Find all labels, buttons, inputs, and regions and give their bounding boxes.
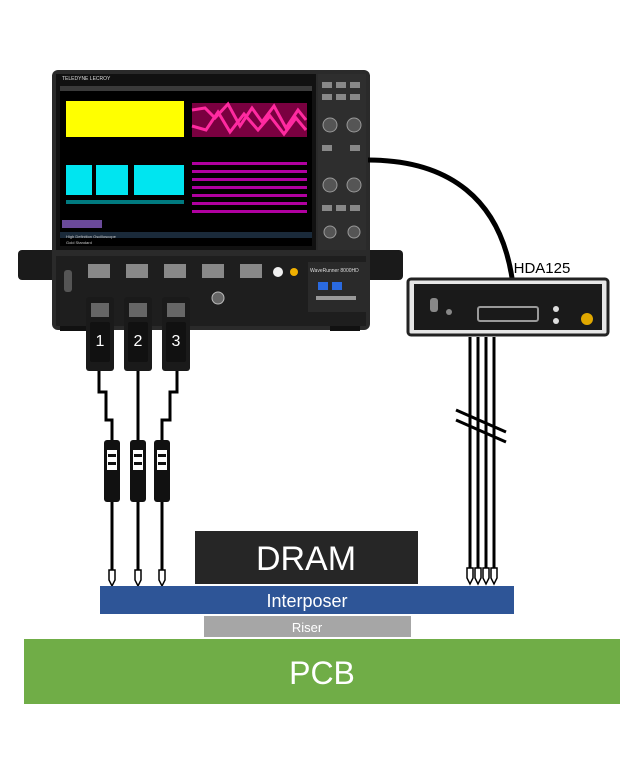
slot [316,296,356,300]
panel-button[interactable] [336,82,346,88]
scope-model: WaveRunner 8000HD [310,268,359,274]
panel-button[interactable] [336,94,346,100]
probe-1: 1 [86,297,114,371]
riser-block: Riser [204,616,411,637]
hda125-slot[interactable] [477,306,539,322]
probe-3-label: 3 [172,333,181,350]
hda125-aux-input[interactable] [581,313,593,325]
panel-knob[interactable] [347,225,361,239]
hda125-unit [406,277,610,337]
scope-brand: TELEDYNE LECROY [62,76,111,82]
probe-2-label: 2 [134,333,143,350]
panel-knob[interactable] [323,225,337,239]
trace-ch1 [66,101,184,137]
hda125-label: HDA125 [514,260,571,277]
probe-1-label: 1 [96,333,105,350]
panel-button[interactable] [350,205,360,211]
hda125-indicator [553,318,559,324]
panel-button[interactable] [336,205,346,211]
probe-amplifier-3 [154,440,170,502]
scope-caption-2: Gold Standard [66,240,92,245]
hda125-led [446,309,452,315]
channel-descriptors [62,220,102,228]
hda125-cable [367,157,515,279]
probe-tips-right [466,567,498,586]
panel-button[interactable] [322,82,332,88]
probe-amplifiers [104,440,170,502]
trace-ch3 [66,165,184,204]
decode-grid [192,162,307,213]
panel-knob[interactable] [322,177,338,193]
hda125-leads [468,337,496,570]
scope-caption-1: High Definition Oscilloscope [66,234,117,239]
lead-break-mark [455,408,507,444]
hda125-port[interactable] [430,298,438,312]
interposer-block: Interposer [100,586,514,614]
trace-ch2 [191,101,308,137]
channel-input[interactable] [126,264,148,278]
probe-amplifier-1 [104,440,120,502]
scope-foot [330,326,360,331]
panel-button[interactable] [322,145,332,151]
panel-knob[interactable] [346,177,362,193]
screen-menubar [60,86,312,91]
panel-button[interactable] [350,82,360,88]
panel-button[interactable] [322,205,332,211]
aux-input[interactable] [290,268,298,276]
oscilloscope: TELEDYNE LECROY [18,70,403,331]
channel-input[interactable] [164,264,186,278]
probe-tips-left [108,569,166,588]
riser-label: Riser [292,620,323,635]
scope-front-panel [318,74,366,250]
channel-input[interactable] [202,264,224,278]
panel-knob[interactable] [322,117,338,133]
panel-button[interactable] [350,145,360,151]
usb-port[interactable] [332,282,342,290]
panel-button[interactable] [322,94,332,100]
hda125-indicator [553,306,559,312]
dram-block: DRAM [195,531,418,584]
channel-input[interactable] [88,264,110,278]
usb-power-button[interactable] [64,270,72,292]
probe-amplifier-2 [130,440,146,502]
channel-input[interactable] [240,264,262,278]
scope-foot [60,326,90,331]
usb-port[interactable] [318,282,328,290]
interposer-label: Interposer [266,591,347,611]
power-led [273,267,283,277]
screen-statusbar [60,232,312,238]
panel-button[interactable] [350,94,360,100]
probe-cables [97,370,179,572]
pcb-label: PCB [289,655,355,691]
panel-knob[interactable] [346,117,362,133]
dram-label: DRAM [256,540,356,578]
probe-2: 2 [124,297,152,371]
probe-3: 3 [162,297,190,371]
pcb-block: PCB [24,639,620,704]
channel-inputs [88,264,298,305]
knob[interactable] [211,291,225,305]
